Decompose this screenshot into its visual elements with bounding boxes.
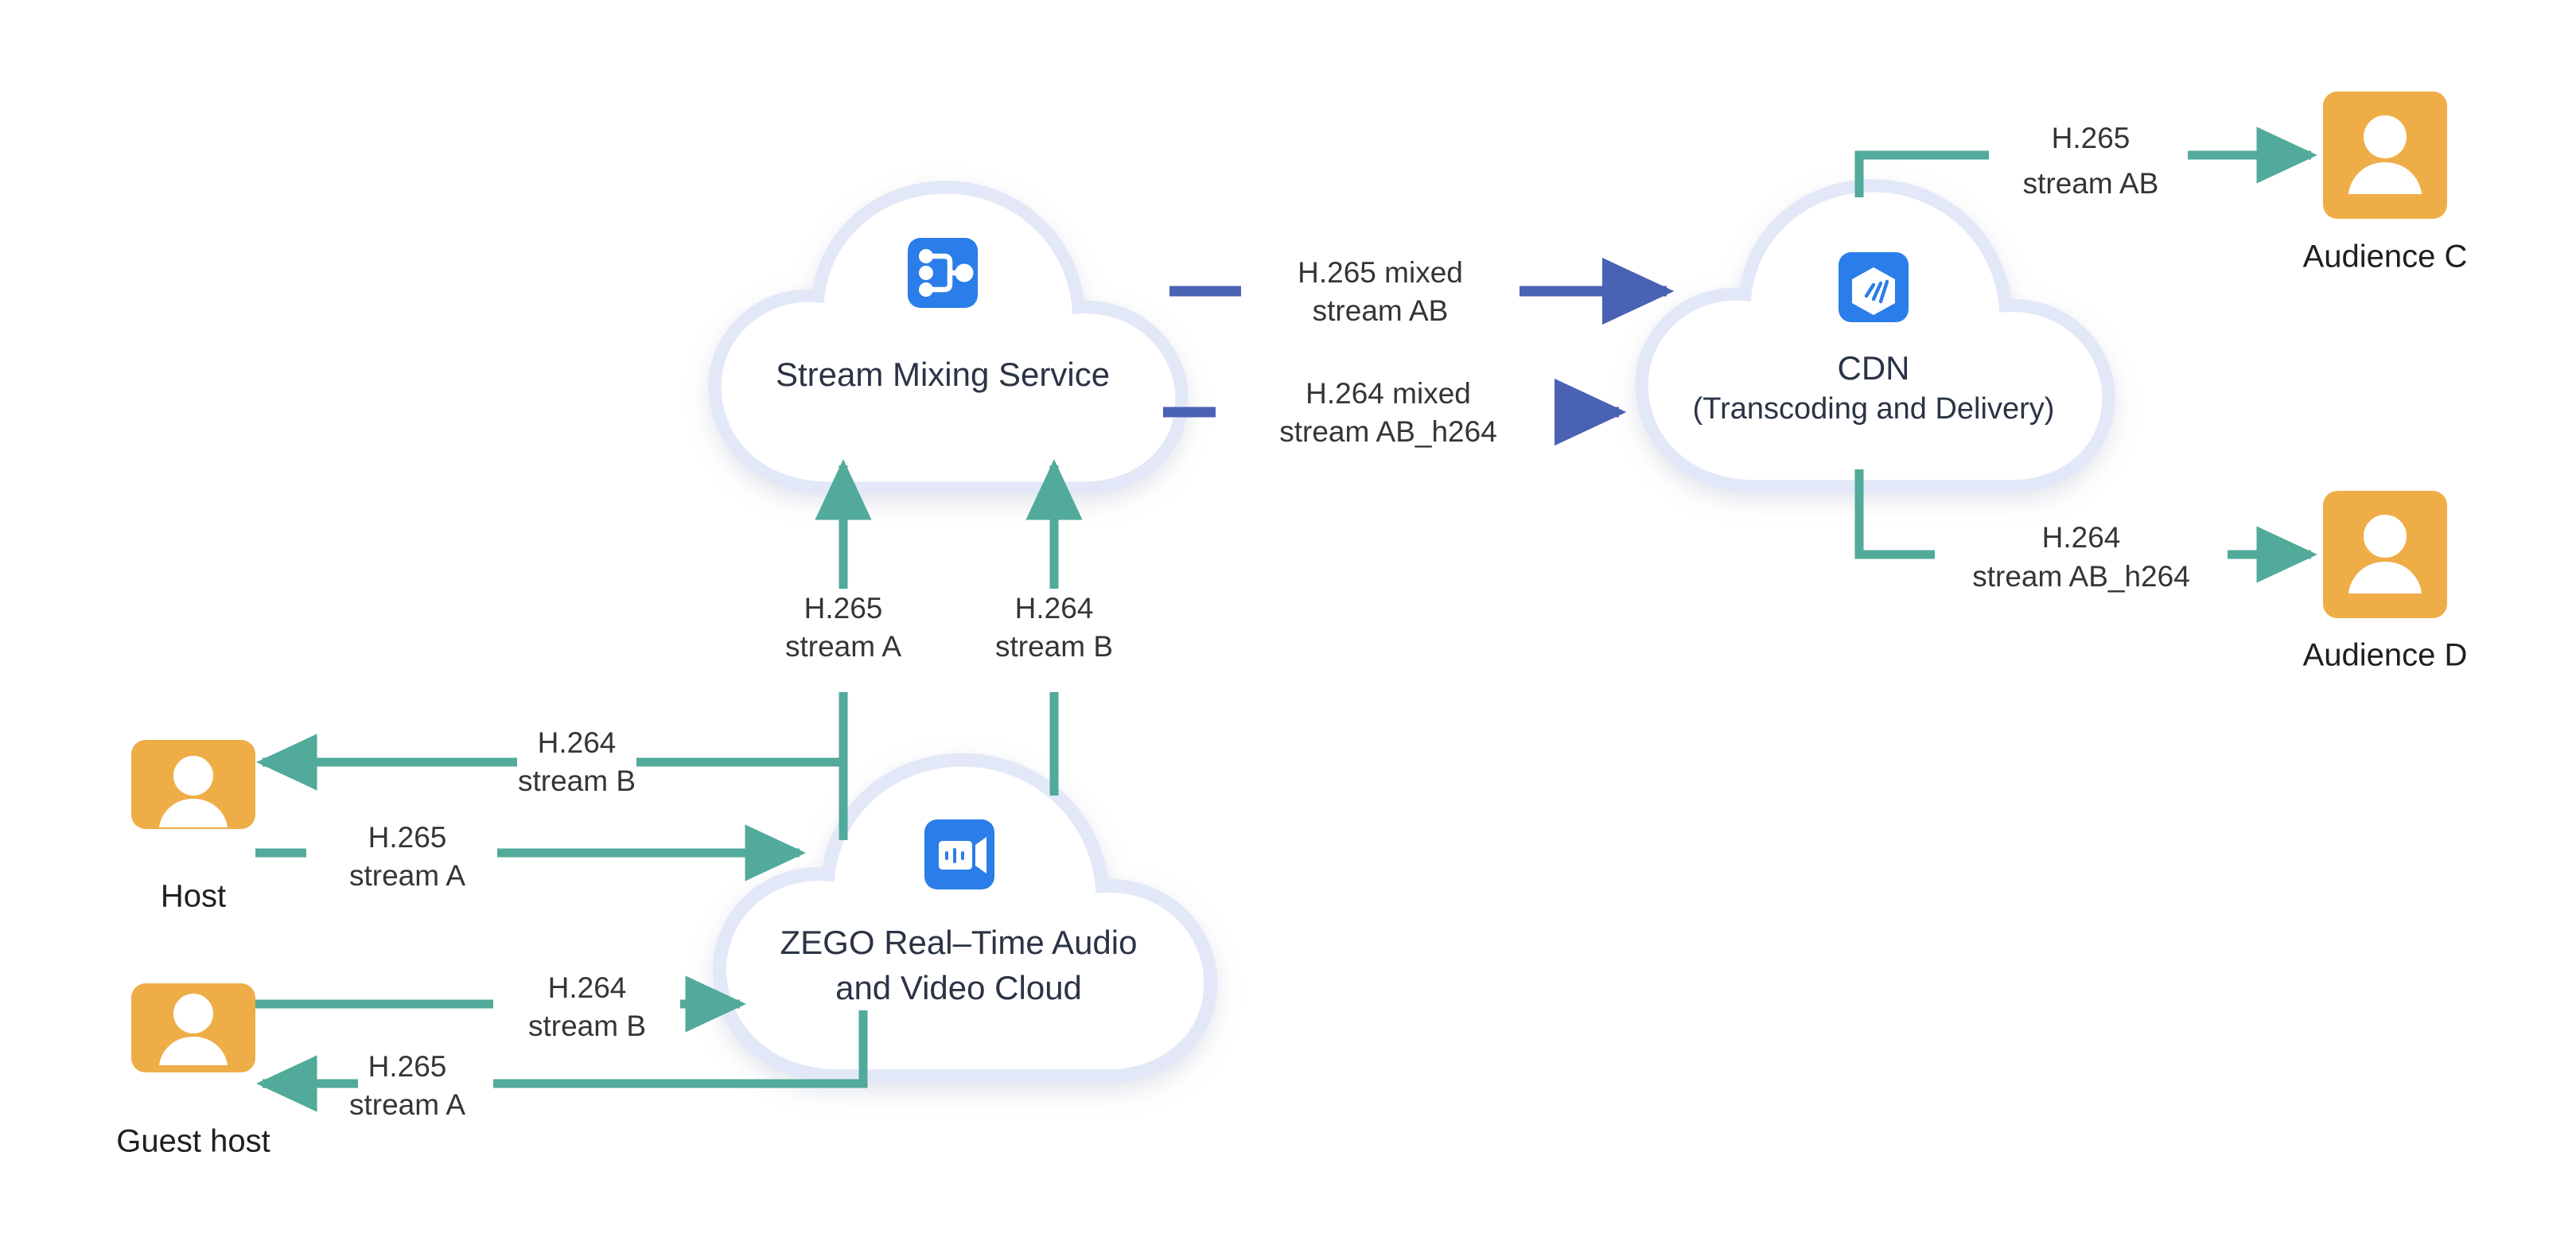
edge-cloud-to-mixing-b-label-1: H.264 xyxy=(1015,592,1094,625)
stream-mixing-icon xyxy=(908,238,978,308)
node-zego-cloud[interactable]: ZEGO Real–Time Audio and Video Cloud xyxy=(720,760,1211,1076)
zego-title-line2: and Video Cloud xyxy=(835,969,1082,1006)
cdn-subtitle: (Transcoding and Delivery) xyxy=(1693,392,2055,426)
edge-cloud-to-host: H.264 stream B xyxy=(256,726,848,840)
cloud-shape-zego xyxy=(720,760,1211,1076)
edge-cloud-to-mixing-a: H.265 stream A xyxy=(785,459,901,796)
edge-guest-to-cloud-label-1: H.264 xyxy=(548,971,627,1004)
edge-cloud-to-mixing-a-label-2: stream A xyxy=(785,630,901,663)
person-icon xyxy=(159,994,228,1065)
edge-cdn-to-audience-c-label-2: stream AB xyxy=(2023,167,2159,200)
edge-mixing-to-cdn-264: H.264 mixed stream AB_h264 xyxy=(1163,377,1627,448)
actor-guest-host[interactable]: Guest host xyxy=(116,983,270,1159)
cloud-shape-stream-mixing xyxy=(715,187,1182,488)
edge-host-to-cloud: H.265 stream A xyxy=(255,821,806,892)
node-cdn[interactable]: CDN (Transcoding and Delivery) xyxy=(1642,185,2109,486)
edge-mixing-to-cdn-264-label-1: H.264 mixed xyxy=(1306,377,1471,410)
edge-cloud-to-mixing-b: H.264 stream B xyxy=(995,459,1113,796)
edge-mixing-to-cdn-264-label-2: stream AB_h264 xyxy=(1279,415,1497,448)
edge-cloud-to-guest: H.265 stream A xyxy=(256,1010,868,1121)
host-label: Host xyxy=(161,879,226,914)
edge-cloud-to-guest-label-1: H.265 xyxy=(368,1050,447,1083)
edge-cloud-to-mixing-b-label-2: stream B xyxy=(995,630,1113,663)
edge-mixing-to-cdn-265: H.265 mixed stream AB xyxy=(1169,256,1675,327)
edge-host-to-cloud-label-1: H.265 xyxy=(368,821,447,854)
edge-cloud-to-guest-label-2: stream A xyxy=(349,1088,465,1121)
edge-cdn-to-audience-d: H.264 stream AB_h264 xyxy=(1854,469,2317,593)
actor-audience-d[interactable]: Audience D xyxy=(2303,491,2468,673)
cdn-title: CDN xyxy=(1838,349,1910,387)
edge-mixing-to-cdn-265-label-1: H.265 mixed xyxy=(1298,256,1463,289)
node-stream-mixing-service[interactable]: Stream Mixing Service xyxy=(715,187,1182,488)
actor-host[interactable]: Host xyxy=(131,740,255,914)
edge-cdn-to-audience-c: H.265 stream AB xyxy=(1854,122,2317,200)
audience-d-label: Audience D xyxy=(2303,638,2468,673)
edge-cloud-to-host-label-2: stream B xyxy=(518,765,636,797)
edge-mixing-to-cdn-265-label-2: stream AB xyxy=(1313,294,1449,327)
audience-c-label: Audience C xyxy=(2303,239,2468,274)
zego-title-line1: ZEGO Real–Time Audio xyxy=(780,924,1138,961)
cdn-cube-icon xyxy=(1839,252,1909,322)
actor-audience-c[interactable]: Audience C xyxy=(2303,91,2468,274)
edge-cdn-to-audience-d-label-2: stream AB_h264 xyxy=(1972,560,2190,593)
edge-guest-to-cloud-label-2: stream B xyxy=(528,1010,646,1042)
person-icon xyxy=(2348,115,2422,194)
edge-host-to-cloud-label-2: stream A xyxy=(349,859,465,892)
stream-mixing-title: Stream Mixing Service xyxy=(776,356,1110,393)
person-icon xyxy=(159,756,228,827)
person-icon xyxy=(2348,515,2422,593)
edge-cdn-to-audience-d-label-1: H.264 xyxy=(2042,521,2121,554)
cloud-shape-cdn xyxy=(1642,185,2109,486)
video-camera-icon xyxy=(924,819,994,889)
guest-host-label: Guest host xyxy=(116,1124,270,1159)
edge-guest-to-cloud: H.264 stream B xyxy=(255,971,746,1042)
edge-cloud-to-mixing-a-label-1: H.265 xyxy=(804,592,883,625)
edge-cdn-to-audience-c-label-1: H.265 xyxy=(2052,122,2130,154)
edge-cloud-to-host-label-1: H.264 xyxy=(538,726,617,759)
